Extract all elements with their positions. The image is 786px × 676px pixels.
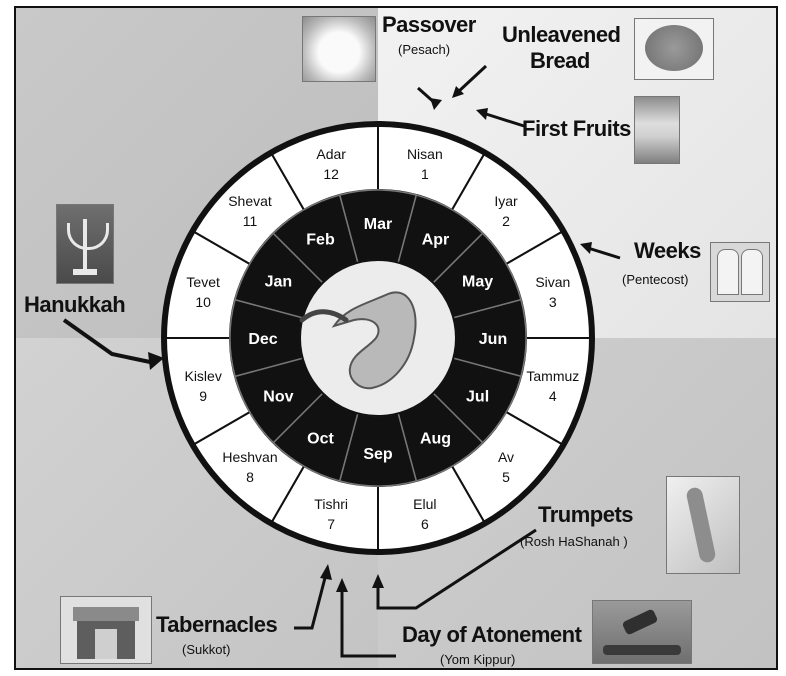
gregorian-month-label: Apr	[422, 231, 450, 248]
unleavened-label-1: Unleavened	[502, 22, 621, 47]
hebrew-month-number: 6	[421, 516, 429, 532]
hebrew-month-name: Kislev	[184, 368, 221, 384]
shofar-image	[666, 476, 740, 574]
hebrew-month-number: 1	[421, 166, 429, 182]
hebrew-month-number: 2	[502, 213, 510, 229]
gregorian-month-label: May	[462, 274, 493, 291]
hebrew-month-name: Nisan	[407, 146, 443, 162]
hebrew-month-number: 3	[549, 294, 557, 310]
weeks-sub: (Pentecost)	[622, 272, 689, 287]
lamb-image	[302, 16, 376, 82]
hebrew-month-name: Tishri	[314, 496, 348, 512]
gregorian-month-label: Oct	[307, 431, 334, 448]
tabernacles-label: Tabernacles	[156, 612, 278, 637]
atonement-sub: (Yom Kippur)	[440, 652, 516, 667]
gregorian-month-label: Sep	[363, 446, 393, 463]
shofar-center-icon	[299, 291, 417, 390]
hebrew-month-number: 7	[327, 516, 335, 532]
weeks-label: Weeks	[634, 238, 701, 263]
trumpets-sub: (Rosh HaShanah )	[520, 534, 628, 549]
hebrew-month-name: Sivan	[535, 274, 570, 290]
unleavened-label-2: Bread	[530, 48, 590, 73]
hebrew-month-number: 4	[549, 388, 557, 404]
tablets-image	[710, 242, 770, 302]
arrows	[62, 64, 621, 658]
first-fruits-image	[634, 96, 680, 164]
trumpets-label: Trumpets	[538, 502, 634, 527]
gregorian-month-label: Jul	[466, 389, 489, 406]
passover-sub: (Pesach)	[398, 42, 451, 57]
hebrew-month-name: Tevet	[186, 274, 220, 290]
hebrew-month-name: Elul	[413, 496, 436, 512]
gregorian-month-label: Nov	[263, 389, 293, 406]
outer-ring-border	[161, 121, 595, 555]
gregorian-month-label: Aug	[420, 431, 451, 448]
hebrew-month-number: 11	[243, 213, 258, 229]
gregorian-month-label: Jan	[265, 274, 293, 291]
hebrew-month-number: 12	[323, 166, 339, 182]
hebrew-month-number: 8	[246, 469, 254, 485]
passover-label: Passover	[382, 12, 476, 37]
gavel-image	[592, 600, 692, 664]
hebrew-month-name: Iyar	[494, 193, 518, 209]
menorah-image	[56, 204, 114, 284]
hebrew-month-name: Shevat	[228, 193, 272, 209]
hebrew-month-name: Av	[498, 449, 514, 465]
hebrew-month-number: 9	[199, 388, 207, 404]
hebrew-month-name: Heshvan	[222, 449, 277, 465]
booth-image	[60, 596, 152, 664]
gregorian-month-label: Feb	[306, 231, 335, 248]
atonement-label: Day of Atonement	[402, 622, 582, 647]
hebrew-month-name: Tammuz	[526, 368, 579, 384]
gregorian-month-label: Jun	[479, 331, 507, 348]
gregorian-month-label: Mar	[364, 216, 392, 233]
hebrew-month-name: Adar	[316, 146, 346, 162]
matzah-image	[634, 18, 714, 80]
hebrew-month-number: 5	[502, 469, 510, 485]
gregorian-month-label: Dec	[248, 331, 277, 348]
hebrew-month-number: 10	[195, 294, 211, 310]
hanukkah-label: Hanukkah	[24, 292, 126, 317]
tabernacles-sub: (Sukkot)	[182, 642, 231, 657]
first-fruits-label: First Fruits	[522, 116, 631, 141]
